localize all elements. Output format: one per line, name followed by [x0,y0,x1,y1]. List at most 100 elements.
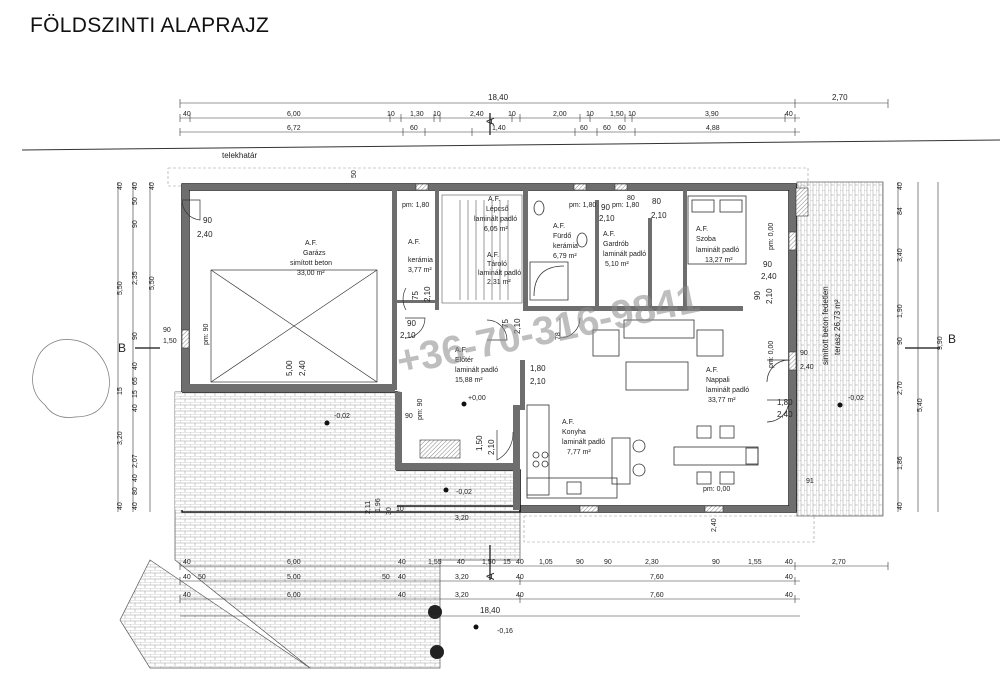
room-code: A.F. [488,196,500,203]
door-swings [181,199,790,461]
garage-gate [210,269,378,383]
dim: 9,90 [937,336,944,350]
opening-h: 2,10 [530,377,546,386]
dim: 40 [897,502,904,510]
windows [181,183,809,513]
opening-labels: 90 2,40 5,00 2,40 90 1,50 75 2,10 90 2,1… [163,197,814,455]
terrace-right [796,181,884,517]
opening-h: 2,40 [761,272,777,281]
section-b-left: B [118,341,126,355]
dim: 10 [586,111,594,118]
opening-w: 90 [163,327,171,334]
right-dim-labels: 40 84 3,40 1,90 90 2,70 1,86 40 9,90 5,4… [897,182,944,510]
room-bedroom: A.F. Szoba laminált padló 13,27 m² [696,226,739,264]
dim: 15 [132,390,139,398]
level: -0,02 [334,413,350,420]
misc: 50 [351,170,358,178]
interior-walls [392,190,743,410]
dim: 1,55 [748,559,762,566]
room-floor: laminált padló [478,270,521,277]
dim: 1,55 [428,559,442,566]
opening-w: 1,50 [475,435,484,451]
room-name: kerámia [408,257,433,264]
level: pm: 0,00 [768,223,775,250]
room-hall: A.F. Előtér laminált padló 15,88 m² [455,347,498,384]
misc: 90 [405,413,413,420]
level-markers [324,401,843,630]
level: pm: 1,80 [612,202,639,209]
opening-h: 2,10 [423,286,432,302]
living-furniture [592,319,759,485]
section-lines [135,113,940,580]
opening-h: 2,40 [777,410,793,419]
property-line [21,139,1000,151]
dim: 10 [433,111,441,118]
dim: 40 [132,502,139,510]
kitchen-counter [526,404,618,499]
paving-lower-left [119,559,312,669]
dim: 84 [897,207,904,215]
level: pm: 90 [417,398,424,420]
room-area: 3,77 m² [408,267,432,274]
dim: 90 [897,337,904,345]
room-code: A.F. [487,252,499,259]
dim: 40 [516,574,524,581]
dim: 90 [712,559,720,566]
section-a-top: A [485,117,497,125]
opening-h: 2,10 [400,331,416,340]
dim: 5,00 [287,574,301,581]
room-kitchen: A.F. Konyha laminált padló 7,77 m² [562,419,605,456]
dim-bottom-total: 18,40 [480,606,501,615]
dim: 5,40 [917,398,924,412]
misc: 2,40 [711,518,718,532]
opening-w: 1,80 [530,364,546,373]
bottom-row2-labels: 40 50 5,00 50 40 3,20 40 7,60 40 [183,574,793,581]
dim: 10 [628,111,636,118]
room-floor: laminált padló [455,367,498,374]
room-wc: A.F. kerámia 3,77 m² [408,239,433,274]
dim: 15 [117,387,124,395]
dim: 7,60 [650,574,664,581]
room-area: 6,79 m² [553,253,577,260]
top-dim-lines [179,99,889,136]
dim: 1,30 [410,111,424,118]
opening-w: 80 [652,197,661,206]
dim: 2,40 [470,111,484,118]
dim: 10 [508,111,516,118]
room-garage: A.F. Garázs simított beton 33,00 m² [290,240,332,277]
room-stairs: A.F. Lépcső laminált padló 6,05 m² [474,196,517,233]
bath-fixtures [529,200,588,301]
bottom-row1-labels: 40 6,00 40 1,55 40 1,50 15 40 1,05 90 90… [183,559,846,566]
dim: 1,90 [897,304,904,318]
room-area: 13,27 m² [705,257,733,264]
room-name: Előtér [455,357,474,364]
dim: 40 [398,559,406,566]
room-name: Tároló [487,261,507,268]
dim: 2,00 [553,111,567,118]
opening-h: 2,10 [487,439,496,455]
dim: 6,00 [287,111,301,118]
dim: 2,35 [132,271,139,285]
room-area: 2,31 m² [487,279,511,286]
dim: 40 [183,592,191,599]
terrace-label-2: terasz 26,73 m² [833,299,842,355]
room-name: Konyha [562,429,586,436]
dim: 90 [132,332,139,340]
dim: 60 [580,125,588,132]
misc: 2,11 [365,501,372,514]
dim: 40 [457,559,465,566]
room-area: 33,00 m² [297,270,325,277]
dim: 40 [117,502,124,510]
dim: 5,50 [149,276,156,290]
level: -0,16 [497,628,513,635]
opening-w: 75 [411,291,420,300]
room-name: Fürdő [553,233,571,240]
dim: 60 [410,125,418,132]
dim: 50 [132,197,139,205]
left-dim-lines [117,182,151,512]
shrub-1 [428,605,442,619]
dim: 40 [117,182,124,190]
right-dim-lines [897,182,939,512]
dim: 3,20 [455,592,469,599]
dim: 40 [398,574,406,581]
